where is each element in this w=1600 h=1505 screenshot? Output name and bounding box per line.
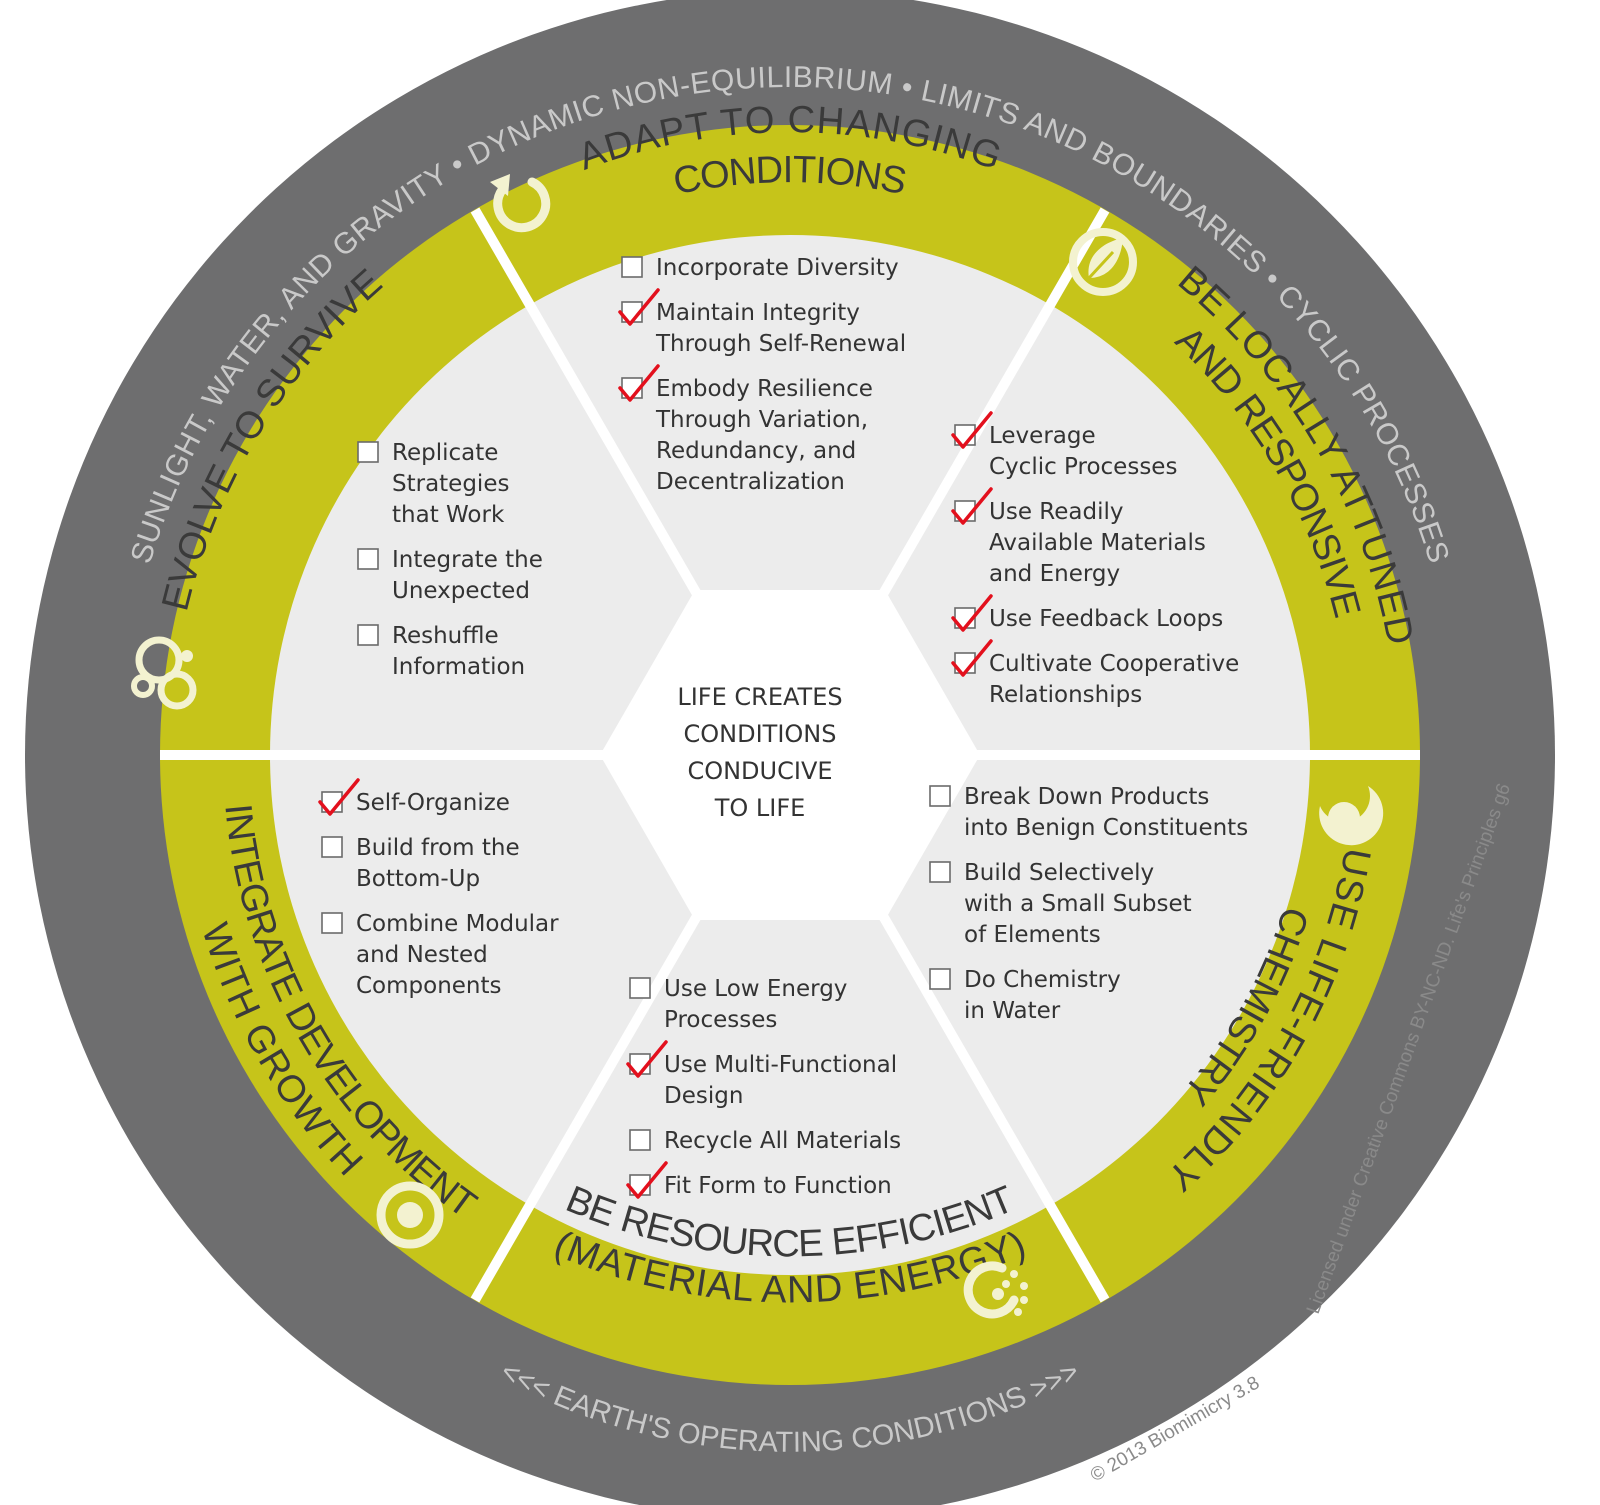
checkbox[interactable] <box>321 912 343 934</box>
item-label: Break Down Products <box>964 784 1209 810</box>
checkmark-icon <box>951 594 993 632</box>
item-label: Maintain Integrity <box>656 300 860 326</box>
checkmark-icon <box>626 1040 668 1078</box>
principle-item: Recycle All Materials <box>629 1128 901 1154</box>
checkmark-icon <box>951 639 993 677</box>
checkmark-icon <box>618 288 660 326</box>
principle-item: Fit Form to Function <box>626 1161 892 1199</box>
principle-item: Break Down Products into Benign Constitue… <box>929 784 1248 841</box>
item-label: Build from the <box>356 835 520 861</box>
checkmark-icon <box>618 364 660 402</box>
item-label: with a Small Subset <box>964 891 1192 917</box>
checkbox[interactable] <box>929 785 951 807</box>
checkmark-icon <box>626 1161 668 1199</box>
item-label: Cultivate Cooperative <box>989 651 1239 677</box>
item-label: Cyclic Processes <box>989 454 1177 480</box>
checkbox[interactable] <box>357 624 379 646</box>
principle-item: Self-Organize <box>318 778 510 816</box>
item-label: into Benign Constituents <box>964 815 1248 841</box>
item-label: of Elements <box>964 922 1101 948</box>
item-label: Bottom-Up <box>356 866 480 892</box>
item-label: Fit Form to Function <box>664 1173 892 1199</box>
center-line: CONDITIONS <box>684 720 837 748</box>
item-label: that Work <box>392 502 505 528</box>
checkbox[interactable] <box>357 441 379 463</box>
checkmark-icon <box>951 411 993 449</box>
item-label: Self-Organize <box>356 790 510 816</box>
center-line: TO LIFE <box>714 794 806 822</box>
item-label: Combine Modular <box>356 911 559 937</box>
item-label: Redundancy, and <box>656 438 856 464</box>
checkbox[interactable] <box>929 968 951 990</box>
principle-item: Use Feedback Loops <box>951 594 1223 632</box>
principle-item: Build Selectively with a Small Subset of E… <box>929 860 1192 948</box>
item-label: Decentralization <box>656 469 845 495</box>
item-label: in Water <box>964 998 1061 1024</box>
target-icon <box>376 1181 444 1249</box>
item-label: Available Materials <box>989 530 1206 556</box>
center-line: LIFE CREATES <box>677 683 842 711</box>
center-hexagon <box>600 590 980 920</box>
item-label: Reshuffle <box>392 623 499 649</box>
item-label: Recycle All Materials <box>664 1128 901 1154</box>
bubbles-icon <box>131 636 197 710</box>
item-label: Use Multi-Functional <box>664 1052 897 1078</box>
checkbox[interactable] <box>629 1129 651 1151</box>
crescent-drop-icon <box>1319 786 1384 846</box>
principle-item: Do Chemistry in Water <box>929 967 1121 1024</box>
item-label: and Nested <box>356 942 488 968</box>
center-statement: LIFE CREATES CONDITIONS CONDUCIVE TO LIFE <box>677 683 842 822</box>
item-label: Integrate the <box>392 547 543 573</box>
item-label: and Energy <box>989 561 1120 587</box>
item-label: Through Self-Renewal <box>655 331 906 357</box>
item-label: Build Selectively <box>964 860 1154 886</box>
center-line: CONDUCIVE <box>687 757 832 785</box>
checkmark-icon <box>318 778 360 816</box>
item-label: Relationships <box>989 682 1142 708</box>
item-label: Strategies <box>392 471 509 497</box>
item-label: Use Low Energy <box>664 976 847 1002</box>
item-label: Do Chemistry <box>964 967 1121 993</box>
checkbox[interactable] <box>321 836 343 858</box>
item-label: Embody Resilience <box>656 376 873 402</box>
item-label: Unexpected <box>392 578 530 604</box>
item-label: Leverage <box>989 423 1096 449</box>
item-label: Through Variation, <box>655 407 868 433</box>
dotted-circle-icon <box>963 1261 1028 1319</box>
principle-item: Incorporate Diversity <box>621 255 899 281</box>
checkbox[interactable] <box>357 548 379 570</box>
item-label: Processes <box>664 1007 777 1033</box>
item-label: Use Feedback Loops <box>989 606 1223 632</box>
item-label: Design <box>664 1083 743 1109</box>
cycle-arrow-icon <box>490 174 551 233</box>
item-label: Components <box>356 973 502 999</box>
item-label: Replicate <box>392 440 498 466</box>
checkbox[interactable] <box>629 977 651 999</box>
item-label: Use Readily <box>989 499 1123 525</box>
checkmark-icon <box>951 487 993 525</box>
checkbox[interactable] <box>621 256 643 278</box>
checkbox[interactable] <box>929 861 951 883</box>
item-label: Information <box>392 654 525 680</box>
item-label: Incorporate Diversity <box>656 255 899 281</box>
leaf-icon <box>1069 228 1137 296</box>
